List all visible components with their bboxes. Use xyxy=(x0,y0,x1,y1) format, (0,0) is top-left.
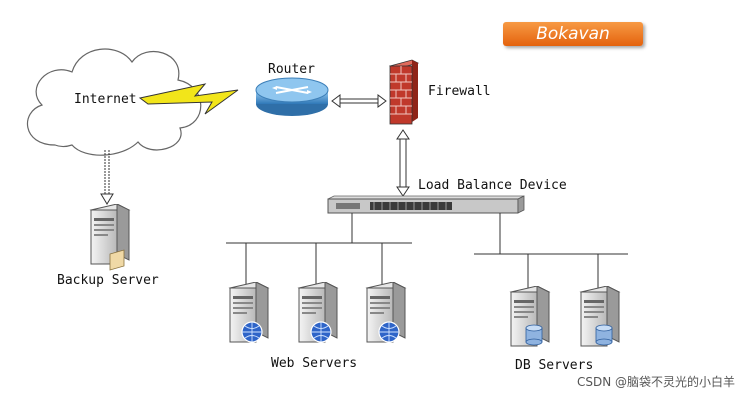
db-server-icon xyxy=(580,286,620,347)
firewall-label: Firewall xyxy=(428,84,491,99)
backup-server-icon xyxy=(90,204,130,271)
internet-backup-link xyxy=(100,150,114,205)
router-firewall-link xyxy=(331,94,387,108)
wan-link-icon xyxy=(138,83,239,115)
backup-server-label: Backup Server xyxy=(57,273,159,288)
web-server-icon xyxy=(229,282,269,343)
web-lan-bus xyxy=(226,213,412,285)
db-servers-label: DB Servers xyxy=(515,358,594,373)
router-icon xyxy=(255,77,329,116)
internet-label: Internet xyxy=(74,92,137,107)
web-servers-label: Web Servers xyxy=(271,356,358,371)
db-server-icon xyxy=(510,286,550,347)
router-label: Router xyxy=(268,62,315,77)
internet-cloud-icon xyxy=(26,48,202,156)
load-balancer-switch-icon xyxy=(327,195,525,214)
firewall-icon xyxy=(388,59,420,125)
brand-badge: Bokavan xyxy=(503,22,643,46)
load-balancer-label: Load Balance Device xyxy=(418,178,567,193)
firewall-loadbalancer-link xyxy=(396,129,410,197)
db-lan-bus xyxy=(474,213,628,292)
web-server-icon xyxy=(366,282,406,343)
watermark: CSDN @脑袋不灵光的小白羊 xyxy=(576,375,735,389)
web-server-icon xyxy=(298,282,338,343)
